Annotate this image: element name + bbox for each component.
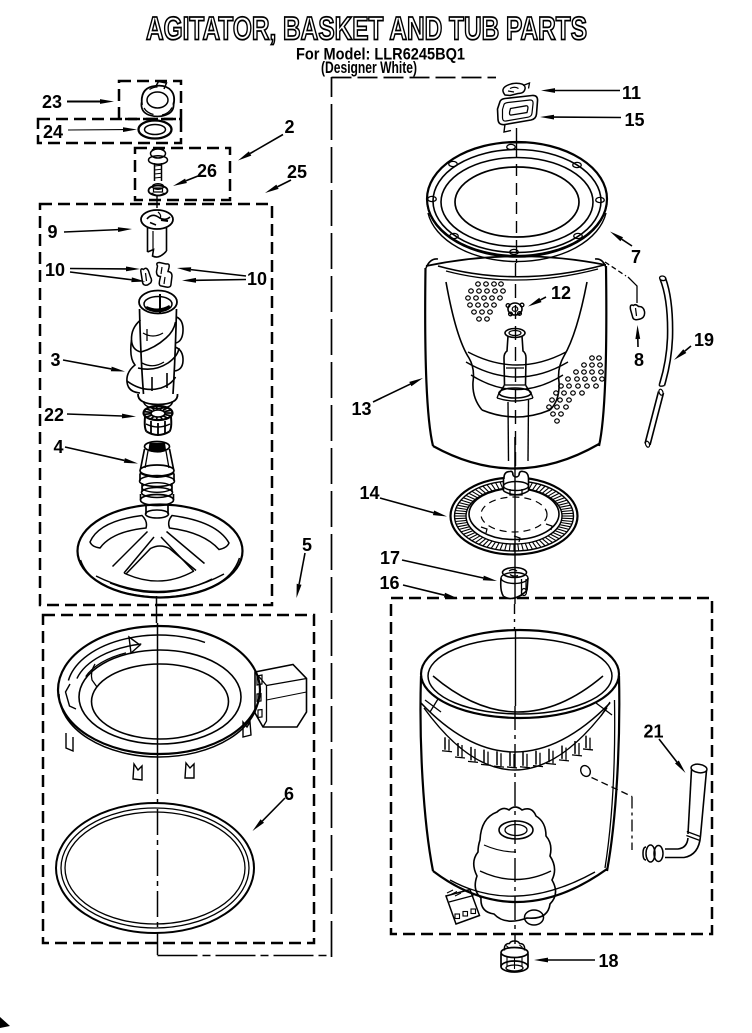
svg-text:26: 26 <box>197 161 217 181</box>
svg-text:4: 4 <box>53 437 63 457</box>
svg-text:19: 19 <box>694 330 714 350</box>
svg-text:2: 2 <box>284 117 294 137</box>
svg-text:16: 16 <box>379 573 399 593</box>
svg-text:8: 8 <box>634 350 644 370</box>
svg-text:9: 9 <box>47 222 57 242</box>
svg-text:12: 12 <box>551 283 571 303</box>
svg-text:15: 15 <box>624 110 644 130</box>
svg-text:AGITATOR, BASKET AND TUB PARTS: AGITATOR, BASKET AND TUB PARTS <box>146 11 587 47</box>
svg-text:17: 17 <box>380 548 400 568</box>
svg-text:10: 10 <box>45 260 65 280</box>
svg-text:18: 18 <box>598 951 618 971</box>
svg-text:5: 5 <box>302 535 312 555</box>
svg-text:6: 6 <box>284 784 294 804</box>
svg-text:13: 13 <box>351 399 371 419</box>
svg-text:23: 23 <box>42 92 62 112</box>
svg-text:22: 22 <box>44 405 64 425</box>
svg-text:10: 10 <box>247 269 267 289</box>
svg-text:14: 14 <box>359 483 379 503</box>
svg-text:(Designer White): (Designer White) <box>321 59 417 77</box>
svg-text:25: 25 <box>287 162 307 182</box>
svg-text:24: 24 <box>43 122 63 142</box>
svg-text:11: 11 <box>622 83 641 103</box>
svg-text:3: 3 <box>50 350 60 370</box>
svg-text:21: 21 <box>643 722 663 742</box>
svg-text:7: 7 <box>631 247 641 267</box>
